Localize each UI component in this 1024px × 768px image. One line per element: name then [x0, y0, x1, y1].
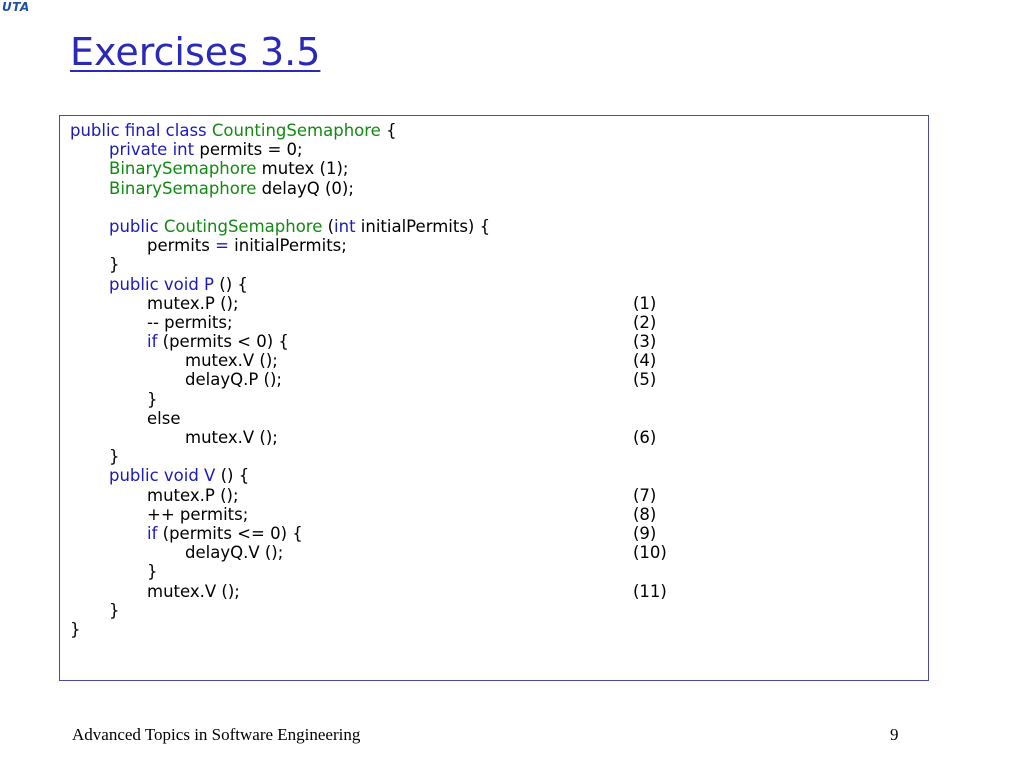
code-token: } [109, 255, 120, 275]
code-token: CoutingSemaphore [163, 216, 323, 236]
code-line-blank [70, 198, 101, 217]
code-token: } [109, 447, 120, 467]
code-line-27: } [70, 620, 101, 639]
code-line-16: else [70, 409, 180, 428]
code-token: public [109, 216, 164, 236]
code-line-19: public void V () { [70, 466, 249, 485]
code-token: ( [322, 216, 335, 236]
line-number: (10) [633, 543, 667, 563]
code-line-6: public CoutingSemaphore (int initialPerm… [70, 217, 490, 236]
code-line-11: -- permits; (2) [70, 313, 656, 332]
code-line-13: mutex.V (); (4) [70, 351, 656, 370]
code-token: -- permits; [147, 312, 233, 332]
code-token: public void [109, 274, 199, 294]
code-token: () { [215, 466, 250, 486]
code-token: } [147, 389, 158, 409]
code-line-15: } [70, 390, 158, 409]
code-line-10: mutex.P (); (1) [70, 294, 656, 313]
code-token: delayQ.V (); [185, 543, 284, 563]
code-token: private int [109, 140, 195, 160]
code-line-22: if (permits <= 0) { (9) [70, 524, 656, 543]
code-token: mutex (1); [256, 159, 349, 179]
line-number: (4) [633, 351, 657, 371]
code-token: () { [214, 274, 248, 294]
code-line-2: private int permits = 0; [70, 140, 303, 159]
code-line-20: mutex.P (); (7) [70, 486, 656, 505]
code-token: BinarySemaphore [109, 159, 257, 179]
code-line-14: delayQ.P (); (5) [70, 370, 656, 389]
line-number: (8) [633, 504, 657, 524]
code-line-23: delayQ.V (); (10) [70, 543, 667, 562]
code-line-18: } [70, 447, 120, 466]
code-box: public final class CountingSemaphore { p… [59, 115, 929, 681]
code-token: } [147, 562, 158, 582]
code-token: mutex.V (); [185, 428, 278, 447]
code-token: { [380, 121, 397, 140]
code-token: delayQ (0); [256, 178, 354, 198]
footer-page-number: 9 [890, 725, 899, 744]
code-token: mutex.V (); [147, 581, 240, 601]
code-line-17: mutex.V (); (6) [70, 428, 656, 447]
code-line-26: } [70, 601, 120, 620]
uta-logo: UTA [2, 0, 30, 14]
code-listing: public final class CountingSemaphore { p… [70, 121, 667, 639]
code-token: if [147, 332, 158, 352]
line-number: (1) [633, 293, 657, 313]
code-line-8: } [70, 255, 120, 274]
line-number: (6) [633, 428, 657, 447]
code-token: mutex.V (); [185, 351, 278, 371]
code-token: mutex.P (); [147, 485, 239, 505]
code-token: initialPermits) { [355, 216, 491, 236]
code-token: permits = 0; [194, 140, 303, 160]
code-token: mutex.P (); [147, 293, 239, 313]
code-line-12: if (permits < 0) { (3) [70, 332, 656, 351]
code-line-25: mutex.V (); (11) [70, 582, 667, 601]
code-line-1: public final class CountingSemaphore { [70, 121, 397, 140]
line-number: (2) [633, 312, 657, 332]
code-token: (permits <= 0) { [157, 523, 303, 543]
code-token: P [198, 274, 215, 294]
line-number: (11) [633, 581, 667, 601]
code-token: public final class [70, 121, 212, 140]
code-token: (permits < 0) { [157, 332, 289, 352]
code-line-24: } [70, 562, 158, 581]
line-number: (5) [633, 370, 657, 390]
code-token: = [215, 236, 229, 256]
code-token: V [198, 466, 216, 486]
line-number: (3) [633, 332, 657, 352]
code-token: else [147, 408, 181, 428]
code-token: delayQ.P (); [185, 370, 282, 390]
line-number: (7) [633, 485, 657, 505]
code-token: permits [147, 236, 216, 256]
code-token: ++ permits; [147, 504, 249, 524]
code-token: initialPermits; [228, 236, 347, 256]
code-line-3: BinarySemaphore mutex (1); [70, 159, 349, 178]
code-token: BinarySemaphore [109, 178, 257, 198]
code-token: int [334, 216, 356, 236]
code-line-4: BinarySemaphore delayQ (0); [70, 179, 354, 198]
slide-title: Exercises 3.5 [70, 30, 321, 74]
code-line-9: public void P () { [70, 275, 248, 294]
code-line-7: permits = initialPermits; [70, 236, 347, 255]
line-number: (9) [633, 523, 657, 543]
code-token: if [147, 523, 158, 543]
code-token: public void [109, 466, 199, 486]
code-token: CountingSemaphore [211, 121, 381, 140]
code-token: } [109, 600, 120, 620]
footer-course-title: Advanced Topics in Software Engineering [72, 725, 361, 744]
code-line-21: ++ permits; (8) [70, 505, 656, 524]
code-token: } [70, 619, 81, 639]
